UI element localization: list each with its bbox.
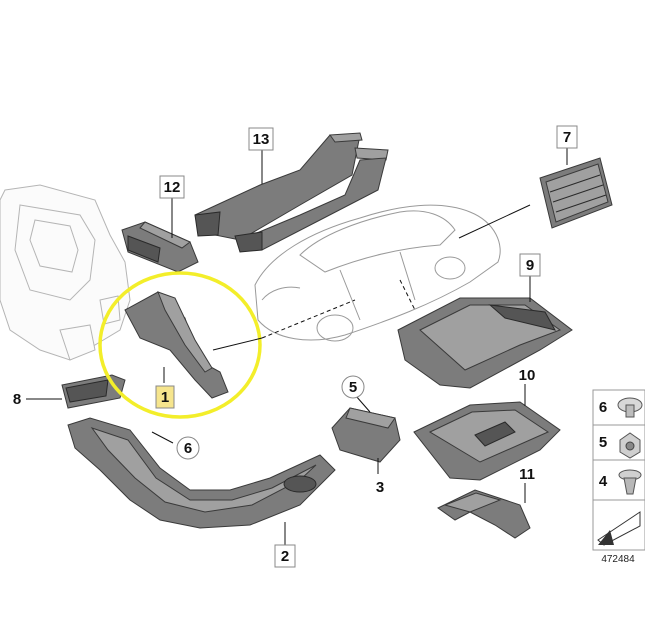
callout-11: 11 [519, 466, 535, 483]
callout-12: 12 [159, 175, 185, 199]
fastener-legend: 6 5 4 [592, 389, 645, 551]
callout-9-label: 9 [526, 257, 534, 274]
callout-5-label: 5 [349, 379, 357, 396]
callout-13: 13 [248, 127, 274, 151]
callout-10: 10 [519, 367, 536, 384]
callout-6: 6 [176, 436, 200, 460]
callout-8-label: 8 [13, 391, 21, 408]
part-12-duct-adapter [121, 221, 199, 273]
callout-10-label: 10 [519, 367, 536, 384]
callout-11-label: 11 [519, 466, 535, 483]
callout-6-label: 6 [184, 440, 192, 457]
callout-1: 1 [155, 385, 175, 409]
legend-item-4-label: 4 [599, 473, 608, 490]
clip-icon [617, 397, 643, 418]
leader-lines [26, 148, 568, 545]
expanding-rivet-icon [618, 469, 642, 495]
part-1-air-duct [124, 291, 229, 399]
diagram-number: 472484 [601, 554, 635, 565]
part-9-cover [397, 297, 573, 389]
part-3-connector [331, 407, 401, 463]
callout-2-label: 2 [281, 548, 289, 565]
highlight-circle [98, 271, 262, 419]
car-outline [254, 204, 501, 342]
callout-3: 3 [376, 479, 384, 496]
part-7-grille [539, 157, 613, 229]
legend-item-5-label: 5 [599, 434, 607, 451]
callout-2: 2 [274, 544, 296, 568]
callout-9: 9 [519, 253, 541, 277]
arrow-icon [597, 511, 641, 546]
callout-3-label: 3 [376, 479, 384, 496]
legend-item-6-label: 6 [599, 399, 607, 416]
callout-8: 8 [13, 391, 21, 408]
callout-13-label: 13 [253, 131, 270, 148]
nut-icon [619, 432, 641, 459]
heater-housing-outline [0, 184, 131, 361]
callout-1-label: 1 [161, 389, 169, 406]
part-10-bracket [413, 401, 561, 481]
part-2-floor-duct [67, 417, 336, 529]
part-13-twin-duct [194, 132, 389, 253]
part-11-holder [437, 489, 531, 539]
part-8-outlet [61, 374, 126, 409]
callout-7: 7 [556, 125, 578, 149]
callout-12-label: 12 [164, 179, 181, 196]
callout-7-label: 7 [563, 129, 571, 146]
callout-5: 5 [341, 375, 365, 399]
